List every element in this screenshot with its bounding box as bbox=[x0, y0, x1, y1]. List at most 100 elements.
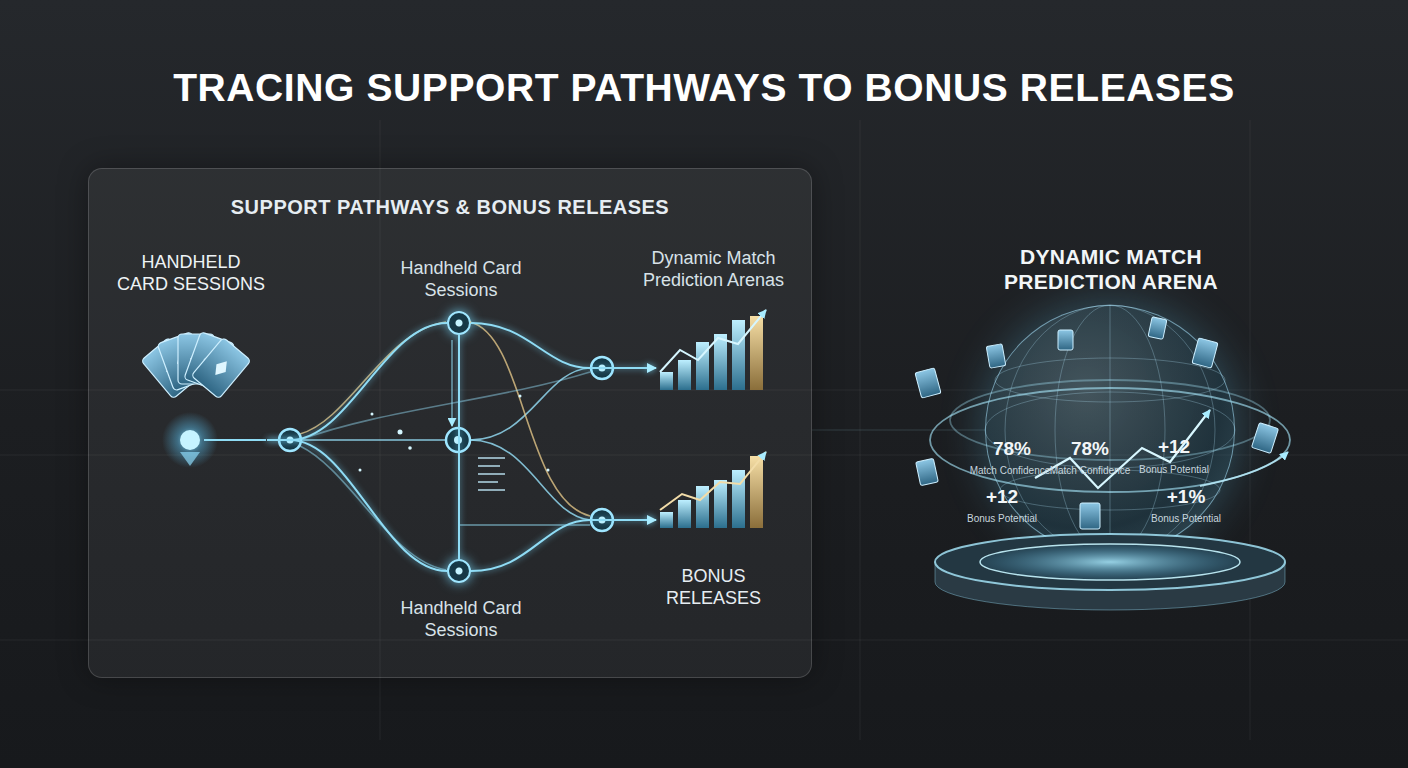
junction-circles bbox=[446, 428, 470, 452]
card-fan-icon bbox=[141, 337, 201, 398]
branch-curves bbox=[290, 439, 446, 441]
prediction-globe: DYNAMIC MATCH PREDICTION ARENA bbox=[985, 305, 1235, 555]
branch-curves bbox=[451, 340, 453, 426]
node-heading: Handheld Card Sessions bbox=[381, 597, 541, 641]
pedestal bbox=[935, 534, 1285, 610]
source-glow-dot bbox=[180, 452, 200, 466]
bar-chart-lower bbox=[660, 512, 673, 528]
card-fan-icon bbox=[157, 332, 208, 391]
pedestal bbox=[935, 534, 1285, 590]
floating-cards bbox=[986, 344, 1006, 368]
globe-trend-line bbox=[1035, 410, 1210, 488]
junction-cores bbox=[454, 436, 462, 444]
branch-curves bbox=[470, 368, 590, 440]
branch-curves bbox=[458, 524, 590, 526]
orbit-rings bbox=[1200, 452, 1288, 486]
flow-connector bbox=[458, 335, 460, 559]
junction-cores bbox=[599, 517, 606, 524]
grid-lines bbox=[860, 120, 861, 740]
junction-circles bbox=[591, 509, 613, 531]
globe-grid bbox=[985, 392, 1235, 468]
metric-value: 78% bbox=[1071, 438, 1109, 460]
sparkle-dots bbox=[519, 395, 522, 398]
branch-curves bbox=[300, 322, 446, 434]
pedestal bbox=[935, 562, 1285, 610]
card-fan-icon bbox=[190, 350, 202, 368]
bar-chart-upper bbox=[714, 334, 727, 390]
card-fan-icon bbox=[178, 334, 214, 384]
card-fan-icon bbox=[184, 332, 235, 391]
metric-caption: Match Confidence bbox=[1050, 465, 1131, 476]
hub-node: Handheld Card Sessions bbox=[447, 311, 471, 335]
branch-curves bbox=[300, 372, 590, 440]
card-fan-icon bbox=[157, 332, 208, 391]
source-glow-dot bbox=[204, 439, 266, 441]
flow-connector bbox=[471, 520, 656, 571]
card-fan-icon bbox=[191, 337, 251, 398]
sparkle-dots bbox=[547, 469, 550, 472]
orbit-rings bbox=[930, 380, 1290, 492]
text-lines-icon bbox=[478, 458, 505, 490]
metric-caption: Match Confidence bbox=[970, 465, 1051, 476]
junction-cores bbox=[287, 365, 606, 524]
globe-grid bbox=[985, 305, 1235, 555]
source-glow-dot bbox=[162, 412, 218, 468]
bar-chart-upper bbox=[660, 372, 673, 390]
floating-cards bbox=[915, 317, 1279, 529]
bar-chart-lower bbox=[714, 480, 727, 528]
card-fan-icon bbox=[141, 332, 251, 399]
card-fan-icon bbox=[174, 351, 191, 372]
node-heading: Dynamic Match Prediction Arenas bbox=[621, 247, 806, 291]
branch-curves bbox=[290, 322, 590, 570]
metric-value: 78% bbox=[993, 438, 1031, 460]
card-fan-icon bbox=[201, 351, 218, 372]
flow-connector bbox=[267, 323, 447, 440]
bar-chart-upper bbox=[732, 320, 745, 390]
bar-chart-lower bbox=[678, 500, 691, 528]
chart-target: Dynamic Match Prediction Arenas bbox=[656, 311, 771, 393]
bar-chart-lower bbox=[660, 452, 766, 510]
junction-circles bbox=[591, 357, 613, 379]
orbit-rings bbox=[950, 380, 1270, 460]
junction-cores bbox=[599, 365, 606, 372]
branch-curves bbox=[470, 322, 590, 516]
flow-connector bbox=[267, 440, 447, 571]
sparkle-dots bbox=[408, 446, 412, 450]
node-heading: HANDHELD CARD SESSIONS bbox=[115, 251, 267, 295]
bar-chart-upper bbox=[678, 360, 691, 390]
bar-chart-upper bbox=[660, 310, 766, 390]
junction-circles bbox=[279, 357, 613, 531]
text-lines-icon bbox=[478, 457, 505, 459]
chart-target: BONUS RELEASES bbox=[656, 456, 771, 531]
junction-cores bbox=[287, 437, 294, 444]
floating-cards bbox=[916, 458, 939, 485]
flow-connector bbox=[471, 323, 656, 368]
globe-grid bbox=[995, 358, 1225, 402]
sparkle-dots bbox=[359, 395, 550, 472]
card-fan-icon bbox=[178, 334, 214, 384]
grid-lines bbox=[812, 430, 985, 431]
sparkle-dots bbox=[398, 430, 403, 435]
card-fan-icon bbox=[191, 337, 251, 398]
card-fan-icon bbox=[184, 332, 235, 391]
bar-chart-upper bbox=[660, 310, 766, 372]
metric-caption: Bonus Potential bbox=[1151, 513, 1221, 524]
floating-cards bbox=[1058, 330, 1073, 350]
metric-value: +1% bbox=[1167, 486, 1206, 508]
globe-grid bbox=[1005, 305, 1215, 555]
source-glow-dot bbox=[162, 412, 266, 468]
grid-lines bbox=[1250, 120, 1251, 740]
bar-chart-lower bbox=[750, 456, 763, 528]
panel-box: SUPPORT PATHWAYS & BONUS RELEASESHANDHEL… bbox=[88, 168, 812, 678]
metric-caption: Bonus Potential bbox=[967, 513, 1037, 524]
branch-curves bbox=[300, 446, 446, 570]
bar-chart-upper bbox=[750, 316, 763, 390]
bar-chart-lower bbox=[732, 470, 745, 528]
floating-cards bbox=[1192, 338, 1218, 368]
bar-chart-lower bbox=[696, 486, 709, 528]
branch-curves bbox=[470, 440, 590, 520]
